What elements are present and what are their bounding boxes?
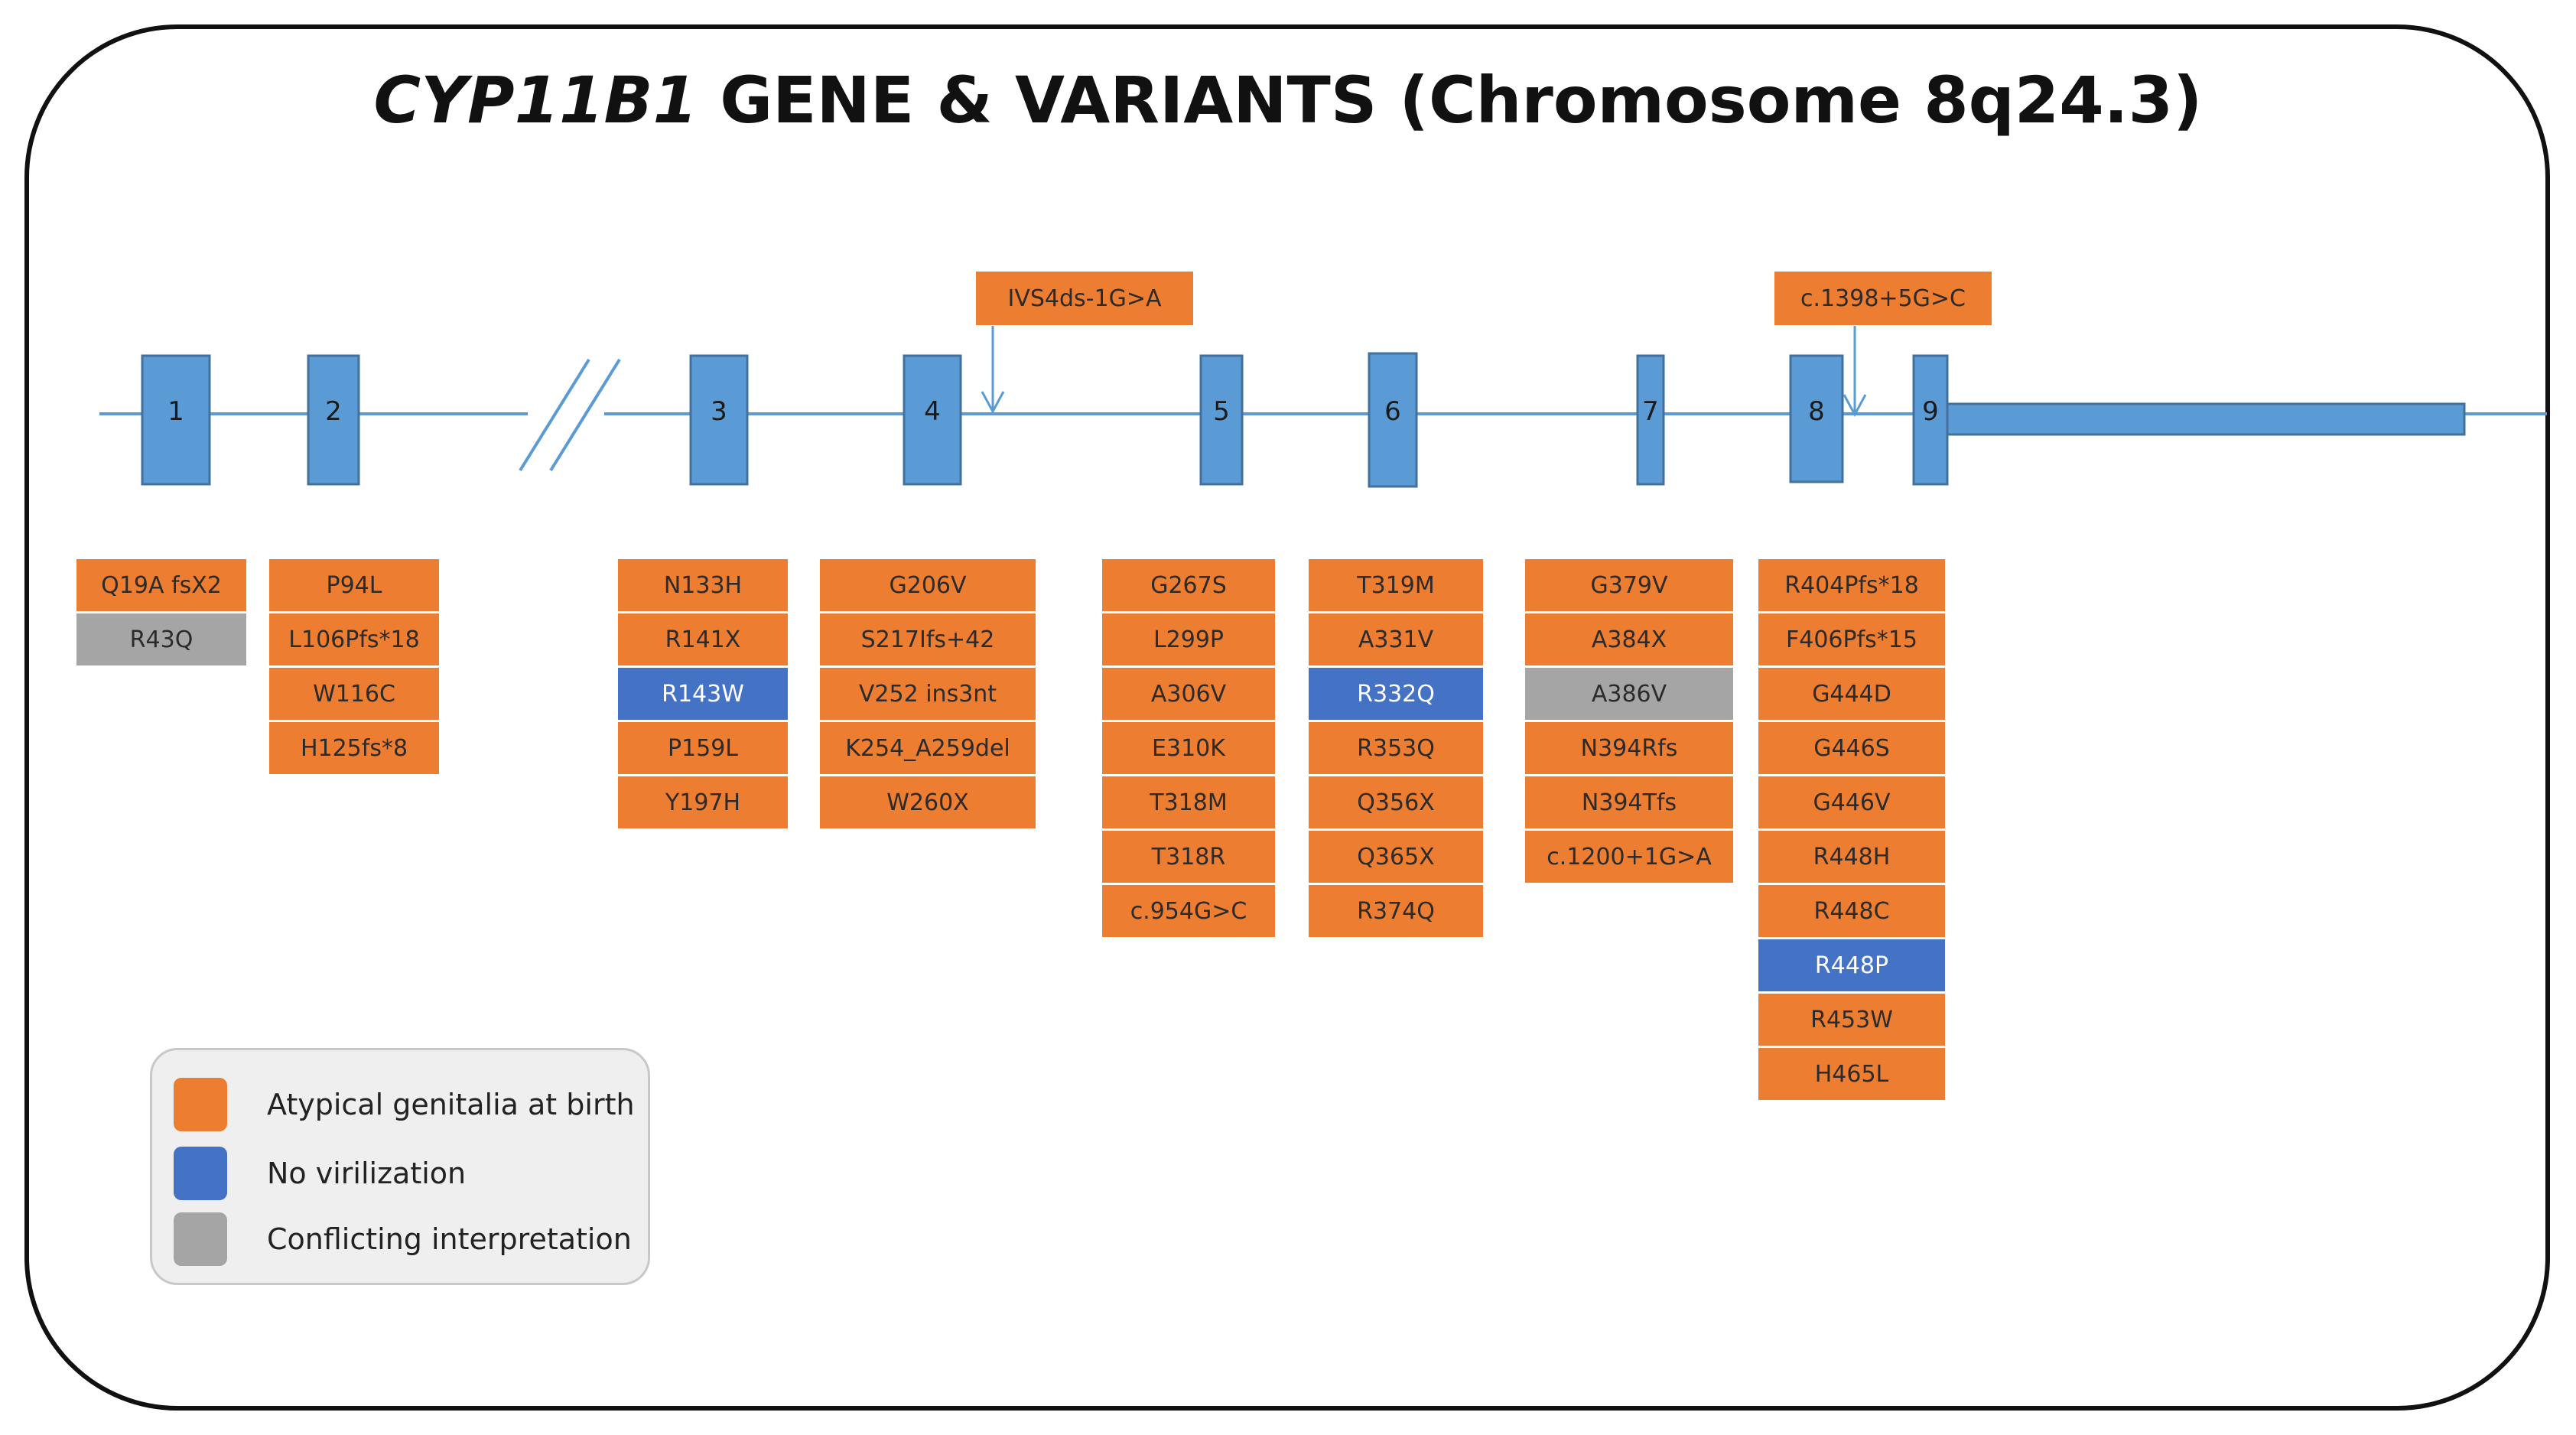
variant-box: A331V [1309, 613, 1483, 665]
intron-variant-ivs4: IVS4ds-1G>A [976, 272, 1193, 325]
variant-box: R374Q [1309, 885, 1483, 937]
legend-swatch-orange [174, 1078, 227, 1131]
variant-box: Q19A fsX2 [76, 559, 246, 611]
variant-box: c.1200+1G>A [1525, 831, 1733, 883]
variant-box: A386V [1525, 668, 1733, 720]
break-slash-2 [549, 358, 621, 472]
variant-box: G267S [1102, 559, 1275, 611]
exon-5 [1199, 354, 1244, 486]
variant-box: R448H [1758, 831, 1945, 883]
variant-box: L299P [1102, 613, 1275, 665]
variant-box: F406Pfs*15 [1758, 613, 1945, 665]
variant-box: G446S [1758, 722, 1945, 774]
break-gap [528, 405, 604, 422]
variant-box: N133H [618, 559, 788, 611]
legend-item-gray: Conflicting interpretation [174, 1212, 632, 1266]
variant-box: P159L [618, 722, 788, 774]
c1398-arrowhead [1843, 394, 1867, 418]
utr-bar [1941, 402, 2466, 436]
variant-box: H465L [1758, 1048, 1945, 1100]
variant-box: R448P [1758, 939, 1945, 991]
exon-9-label: 9 [1922, 396, 1939, 427]
variant-box: K254_A259del [820, 722, 1036, 774]
diagram-title: CYP11B1 GENE & VARIANTS (Chromosome 8q24… [0, 63, 2576, 138]
legend-label: No virilization [267, 1157, 467, 1190]
exon-3-label: 3 [711, 396, 727, 427]
intron-variant-c1398: c.1398+5G>C [1774, 272, 1992, 325]
variant-box: S217Ifs+42 [820, 613, 1036, 665]
variant-box: V252 ins3nt [820, 668, 1036, 720]
variant-box: Q356X [1309, 776, 1483, 828]
legend-label: Conflicting interpretation [267, 1222, 632, 1256]
variant-box: N394Tfs [1525, 776, 1733, 828]
variant-box: L106Pfs*18 [269, 613, 439, 665]
exon-1 [141, 354, 211, 486]
variant-box: G206V [820, 559, 1036, 611]
exon-3 [689, 354, 749, 486]
variant-box: G446V [1758, 776, 1945, 828]
ivs4-arrowhead [981, 391, 1005, 415]
legend-item-orange: Atypical genitalia at birth [174, 1078, 635, 1131]
exon-2 [307, 354, 360, 486]
variant-box: E310K [1102, 722, 1275, 774]
variant-box: T319M [1309, 559, 1483, 611]
variant-box: A306V [1102, 668, 1275, 720]
variant-box: A384X [1525, 613, 1733, 665]
variant-box: R448C [1758, 885, 1945, 937]
variant-box: R404Pfs*18 [1758, 559, 1945, 611]
gene-name: CYP11B1 [373, 63, 698, 138]
exon-8-label: 8 [1808, 396, 1825, 427]
exon-5-label: 5 [1213, 396, 1230, 427]
variant-box: W116C [269, 668, 439, 720]
variant-box: R141X [618, 613, 788, 665]
variant-box: G379V [1525, 559, 1733, 611]
exon-2-label: 2 [325, 396, 342, 427]
exon-6 [1368, 352, 1418, 488]
exon-4 [903, 354, 962, 486]
variant-box: Q365X [1309, 831, 1483, 883]
exon-6-label: 6 [1384, 396, 1401, 427]
variant-box: R453W [1758, 994, 1945, 1046]
variant-box: R332Q [1309, 668, 1483, 720]
variant-box: H125fs*8 [269, 722, 439, 774]
legend-item-blue: No virilization [174, 1147, 466, 1200]
legend-swatch-blue [174, 1147, 227, 1200]
rounded-frame [24, 24, 2550, 1411]
exon-7 [1636, 354, 1665, 486]
variant-box: R43Q [76, 613, 246, 665]
title-rest: GENE & VARIANTS (Chromosome 8q24.3) [697, 63, 2203, 138]
exon-1-label: 1 [168, 396, 184, 427]
exon-9 [1912, 354, 1949, 486]
legend: Atypical genitalia at birth No virilizat… [150, 1048, 650, 1285]
legend-swatch-gray [174, 1212, 227, 1266]
break-slash-1 [519, 358, 590, 472]
variant-box: R143W [618, 668, 788, 720]
variant-box: T318M [1102, 776, 1275, 828]
variant-box: Y197H [618, 776, 788, 828]
variant-box: R353Q [1309, 722, 1483, 774]
variant-box: N394Rfs [1525, 722, 1733, 774]
exon-8 [1789, 354, 1844, 483]
exon-4-label: 4 [924, 396, 941, 427]
variant-box: P94L [269, 559, 439, 611]
variant-box: G444D [1758, 668, 1945, 720]
variant-box: c.954G>C [1102, 885, 1275, 937]
exon-7-label: 7 [1642, 396, 1659, 427]
variant-box: T318R [1102, 831, 1275, 883]
legend-label: Atypical genitalia at birth [267, 1088, 635, 1121]
variant-box: W260X [820, 776, 1036, 828]
